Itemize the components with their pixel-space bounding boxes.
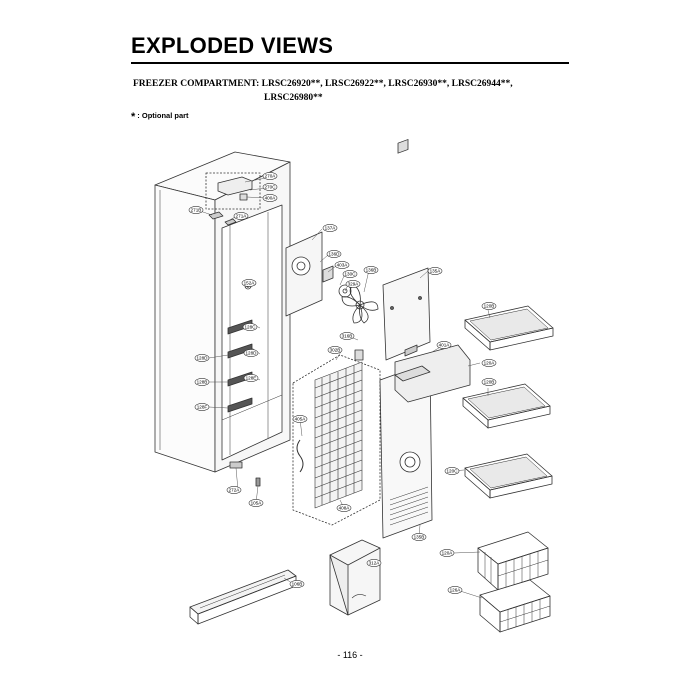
freezer-cabinet-drawing	[154, 151, 291, 487]
callout-128b-text: 128B	[197, 380, 208, 385]
callout-120b-middle-text: 120B	[484, 380, 495, 385]
callout-400a: 400A	[262, 194, 278, 202]
callout-405a: 405A	[292, 415, 308, 423]
callout-136b-text: 136B	[366, 268, 377, 273]
callout-403a: 403A	[334, 261, 350, 269]
callout-401a-text: 401A	[439, 343, 451, 348]
callout-106b-text: 106B	[292, 582, 303, 587]
rear-panel-drawing	[382, 139, 431, 361]
fan-bracket-drawing	[285, 231, 352, 317]
callout-120a-lower-text: 120A	[442, 551, 454, 556]
callout-128d-upper: 128D	[243, 349, 259, 357]
callout-271b: 271B	[188, 206, 204, 214]
callout-120a-upper: 120A	[481, 359, 497, 367]
callout-128b: 128B	[194, 378, 210, 386]
callout-270c: 270C	[262, 183, 278, 191]
duct-cover-drawing	[379, 344, 471, 539]
part-callouts: 270A 270C 400A 271B 271A 137A 136D 403A …	[188, 172, 497, 594]
callout-106b: 106B	[289, 580, 305, 588]
callout-271a-text: 271A	[236, 214, 248, 219]
callout-271b-text: 271B	[191, 208, 202, 213]
callout-128d-lower: 128D	[194, 354, 210, 362]
diagram-subtitle-continued: LRSC26980**	[264, 93, 323, 103]
ice-bin-drawing	[329, 539, 381, 616]
callout-137a-text: 137A	[325, 226, 337, 231]
callout-152a: 152A	[241, 279, 257, 287]
callout-135a: 135A	[427, 267, 443, 275]
callout-128f: 128F	[194, 403, 210, 411]
callout-128c: 128C	[242, 323, 258, 331]
optional-part-note: *: Optional part	[131, 111, 189, 123]
callout-270a: 270A	[262, 172, 278, 180]
callout-120a-upper-text: 120A	[484, 361, 496, 366]
callout-120b-top: 120B	[481, 302, 497, 310]
callout-270a-text: 270A	[265, 174, 277, 179]
shelves-drawing	[462, 305, 554, 499]
page-number: - 116 -	[337, 650, 363, 660]
callout-128d-upper-text: 128D	[246, 351, 258, 356]
callout-405a-text: 405A	[295, 417, 307, 422]
callout-137a: 137A	[322, 224, 338, 232]
callout-105a-text: 105A	[251, 501, 263, 506]
callout-400a-text: 400A	[265, 196, 277, 201]
callout-272a: 272A	[226, 486, 242, 494]
callout-152a-text: 152A	[244, 281, 256, 286]
callout-128f-text: 128F	[197, 405, 208, 410]
callout-271a: 271A	[233, 212, 249, 220]
callout-136b: 136B	[363, 266, 379, 274]
callout-329a-text: 329A	[348, 282, 360, 287]
callout-408a: 408A	[336, 504, 352, 512]
callout-135a-text: 135A	[430, 269, 442, 274]
callout-126a: 126A	[447, 586, 463, 594]
callout-403a-text: 403A	[337, 263, 349, 268]
callout-136d-text: 136D	[329, 252, 341, 257]
callout-408a-text: 408A	[339, 506, 351, 511]
bottom-cover-drawing	[189, 569, 297, 625]
callout-401a: 401A	[436, 341, 452, 349]
callout-120c-text: 120C	[447, 469, 459, 474]
callout-105a: 105A	[248, 499, 264, 507]
baskets-drawing	[477, 531, 551, 633]
callout-120a-lower: 120A	[439, 549, 455, 557]
diagram-subtitle: FREEZER COMPARTMENT: LRSC26920**, LRSC26…	[133, 79, 513, 89]
callout-135b: 135B	[411, 533, 427, 541]
optional-note-text: : Optional part	[137, 111, 189, 120]
callout-316b: 316B	[339, 332, 355, 340]
callout-270c-text: 270C	[265, 185, 277, 190]
callout-312a: 312A	[366, 559, 382, 567]
callout-128e-text: 128E	[246, 376, 257, 381]
callout-128c-text: 128C	[245, 325, 257, 330]
callout-128e: 128E	[243, 374, 259, 382]
callout-136d: 136D	[326, 250, 342, 258]
evaporator-drawing	[292, 349, 381, 526]
page-title: EXPLODED VIEWS	[131, 33, 334, 58]
callout-126a-text: 126A	[450, 588, 462, 593]
callout-120b-middle: 120B	[481, 378, 497, 386]
optional-asterisk: *	[131, 111, 136, 123]
callout-312a-text: 312A	[369, 561, 381, 566]
callout-302b-text: 302B	[330, 348, 341, 353]
callout-316b-text: 316B	[342, 334, 353, 339]
callout-135b-text: 135B	[414, 535, 425, 540]
callout-130c: 130C	[342, 270, 358, 278]
callout-128d-lower-text: 128D	[197, 356, 209, 361]
callout-302b: 302B	[327, 346, 343, 354]
callout-329a: 329A	[345, 280, 361, 288]
callout-130c-text: 130C	[345, 272, 357, 277]
title-underline	[131, 62, 569, 64]
callout-120b-top-text: 120B	[484, 304, 495, 309]
callout-120c: 120C	[444, 467, 460, 475]
callout-272a-text: 272A	[229, 488, 241, 493]
